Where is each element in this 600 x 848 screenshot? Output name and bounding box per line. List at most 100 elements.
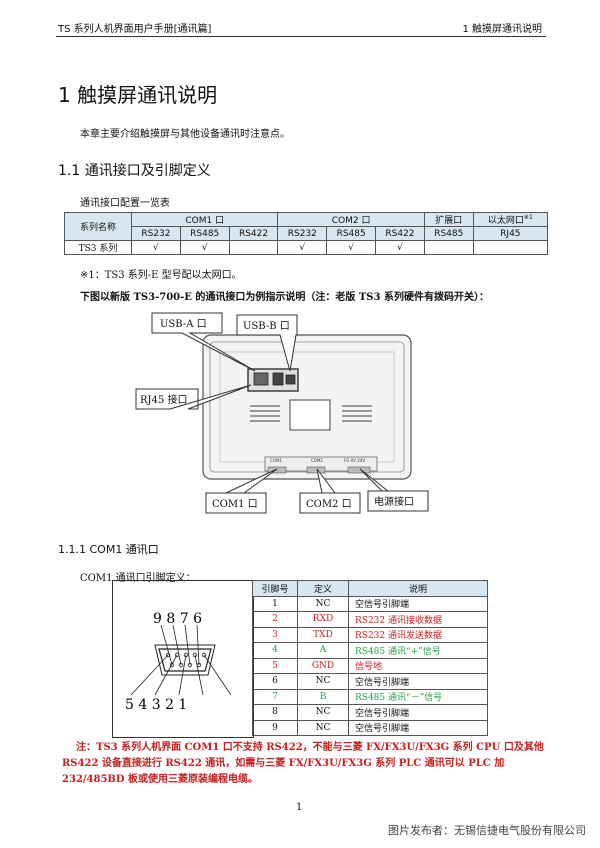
power-label: 电源接口 (374, 495, 414, 508)
pin-number-cell: 6 (252, 673, 298, 690)
usb-a-callout (151, 312, 256, 372)
page-number: 1 (296, 802, 303, 813)
description-header: 说明 (348, 580, 488, 597)
com1-header: COM1 口 (130, 212, 279, 227)
pin-description-cell: RS232 通讯发送数据 (348, 626, 488, 643)
support-cell: √ (131, 240, 181, 255)
ethernet-footnote: ※1：TS3 系列-E 型号配以太网口。 (80, 270, 242, 281)
usb-b-callout (236, 314, 298, 372)
rj45-label: RJ45 接口 (140, 393, 187, 406)
usb-a-port (272, 372, 284, 386)
config-table-header-row: 系列名称 COM1 口 COM2 口 扩展口 以太网口※1 (64, 212, 549, 241)
power-callout (359, 468, 429, 512)
com2-label: COM2 口 (306, 499, 352, 510)
db9-connector-box: 9 8 7 6 5 4 3 2 1 (112, 580, 254, 738)
section-title: 1.1 通讯接口及引脚定义 (58, 163, 211, 179)
silk-power: FG 0V 24V (344, 458, 365, 463)
pin-number-cell: 8 (252, 704, 298, 721)
top-pin-numbers: 9 8 7 6 (153, 611, 202, 627)
support-cell (228, 240, 279, 255)
pin-description-cell: RS485 通讯“－”信号 (348, 688, 488, 705)
sub-header: RJ45 (472, 226, 549, 241)
pin-description-cell: 信号地 (348, 657, 488, 674)
sub-header: RS232 (277, 226, 328, 241)
com2-callout (299, 468, 361, 514)
support-cell: √ (179, 240, 230, 255)
pin-description-cell: 空信号引脚端 (348, 595, 488, 612)
pin-number-cell: 3 (252, 626, 298, 643)
config-table-subheader-row: RS232 RS485 RS422 RS232 RS485 RS422 RS48… (65, 226, 549, 241)
sub-header: RS485 (179, 226, 230, 241)
watermark-text: 图片发布者：无锡信捷电气股份有限公司 (388, 824, 586, 837)
com1-label: COM1 口 (212, 499, 258, 510)
subsection-title: 1.1.1 COM1 通讯口 (58, 543, 159, 556)
com1-callout (205, 468, 278, 514)
support-cell: √ (277, 240, 328, 255)
config-table-caption: 通讯接口配置一览表 (80, 198, 170, 209)
pin-definition-cell: TXD (297, 626, 349, 643)
figure-caption: 下图以新版 TS3-700-E 的通讯接口为例指示说明（注：老版 TS3 系列硬… (80, 292, 489, 303)
support-cell (423, 240, 474, 255)
config-table-row: TS3 系列 √ √ √ √ √ (64, 240, 549, 255)
pin-definition-cell: NC (297, 673, 349, 690)
pin-definition-cell: RXD (297, 611, 349, 628)
pin-definition-cell: GND (297, 657, 349, 674)
pin-number-cell: 4 (252, 642, 298, 659)
pin-number-cell: 9 (252, 719, 298, 736)
bottom-pin-numbers: 5 4 3 2 1 (125, 697, 187, 713)
pin-table-header-row: 引脚号 定义 说明 (252, 580, 488, 597)
pin-caption: COM1 通讯口引脚定义： (80, 573, 196, 584)
warning-note: 注：TS3 系列人机界面 COM1 口不支持 RS422，不能与三菱 FX/FX… (62, 742, 544, 785)
header-right: 1 触摸屏通讯说明 (462, 24, 542, 35)
pin-description-cell: RS485 通讯“+”信号 (348, 642, 488, 659)
series-header: 系列名称 (64, 212, 132, 241)
pin-no-header: 引脚号 (252, 580, 298, 597)
sub-header: RS485 (423, 226, 474, 241)
ts3-back-panel-figure: COM1 COM2 FG 0V 24V USB-A 口 USB-B 口 RJ45… (135, 312, 429, 514)
intro-text: 本章主要介绍触摸屏与其他设备通讯时注意点。 (80, 129, 290, 140)
pin-description-cell: 空信号引脚端 (348, 719, 488, 736)
pin-number-cell: 7 (252, 688, 298, 705)
sub-header: RS485 (326, 226, 377, 241)
usb-a-label: USB-A 口 (160, 319, 207, 330)
port-block (247, 368, 299, 392)
com2-header: COM2 口 (277, 212, 425, 227)
device-body (202, 334, 412, 480)
pin-definition-cell: NC (297, 719, 349, 736)
pin-description-cell: 空信号引脚端 (348, 704, 488, 721)
pin-definition-cell: NC (297, 704, 349, 721)
pin-description-cell: 空信号引脚端 (348, 673, 488, 690)
expansion-header: 扩展口 (423, 212, 474, 227)
pin-definition-cell: NC (297, 595, 349, 612)
config-table: 系列名称 COM1 口 COM2 口 扩展口 以太网口※1 RS232 RS48… (64, 212, 549, 255)
sub-header: RS232 (131, 226, 181, 241)
pin-number-cell: 1 (252, 595, 298, 612)
db9-connector-icon: 9 8 7 6 5 4 3 2 1 (125, 611, 232, 713)
usb-b-label: USB-B 口 (243, 321, 290, 332)
support-cell (472, 240, 549, 255)
rj45-port (253, 372, 269, 386)
pin-definition-cell: B (297, 688, 349, 705)
header-divider (56, 36, 546, 37)
series-name: TS3 系列 (64, 240, 132, 255)
support-cell: √ (375, 240, 425, 255)
silk-com1: COM1 (270, 458, 282, 463)
silk-com2: COM2 (311, 458, 323, 463)
ethernet-header: 以太网口※1 (472, 212, 549, 227)
rj45-callout (135, 384, 252, 410)
chapter-title: 1 触摸屏通讯说明 (58, 83, 218, 107)
sub-header: RS422 (375, 226, 425, 241)
sub-header: RS422 (228, 226, 279, 241)
support-cell: √ (326, 240, 377, 255)
pin-number-cell: 5 (252, 657, 298, 674)
